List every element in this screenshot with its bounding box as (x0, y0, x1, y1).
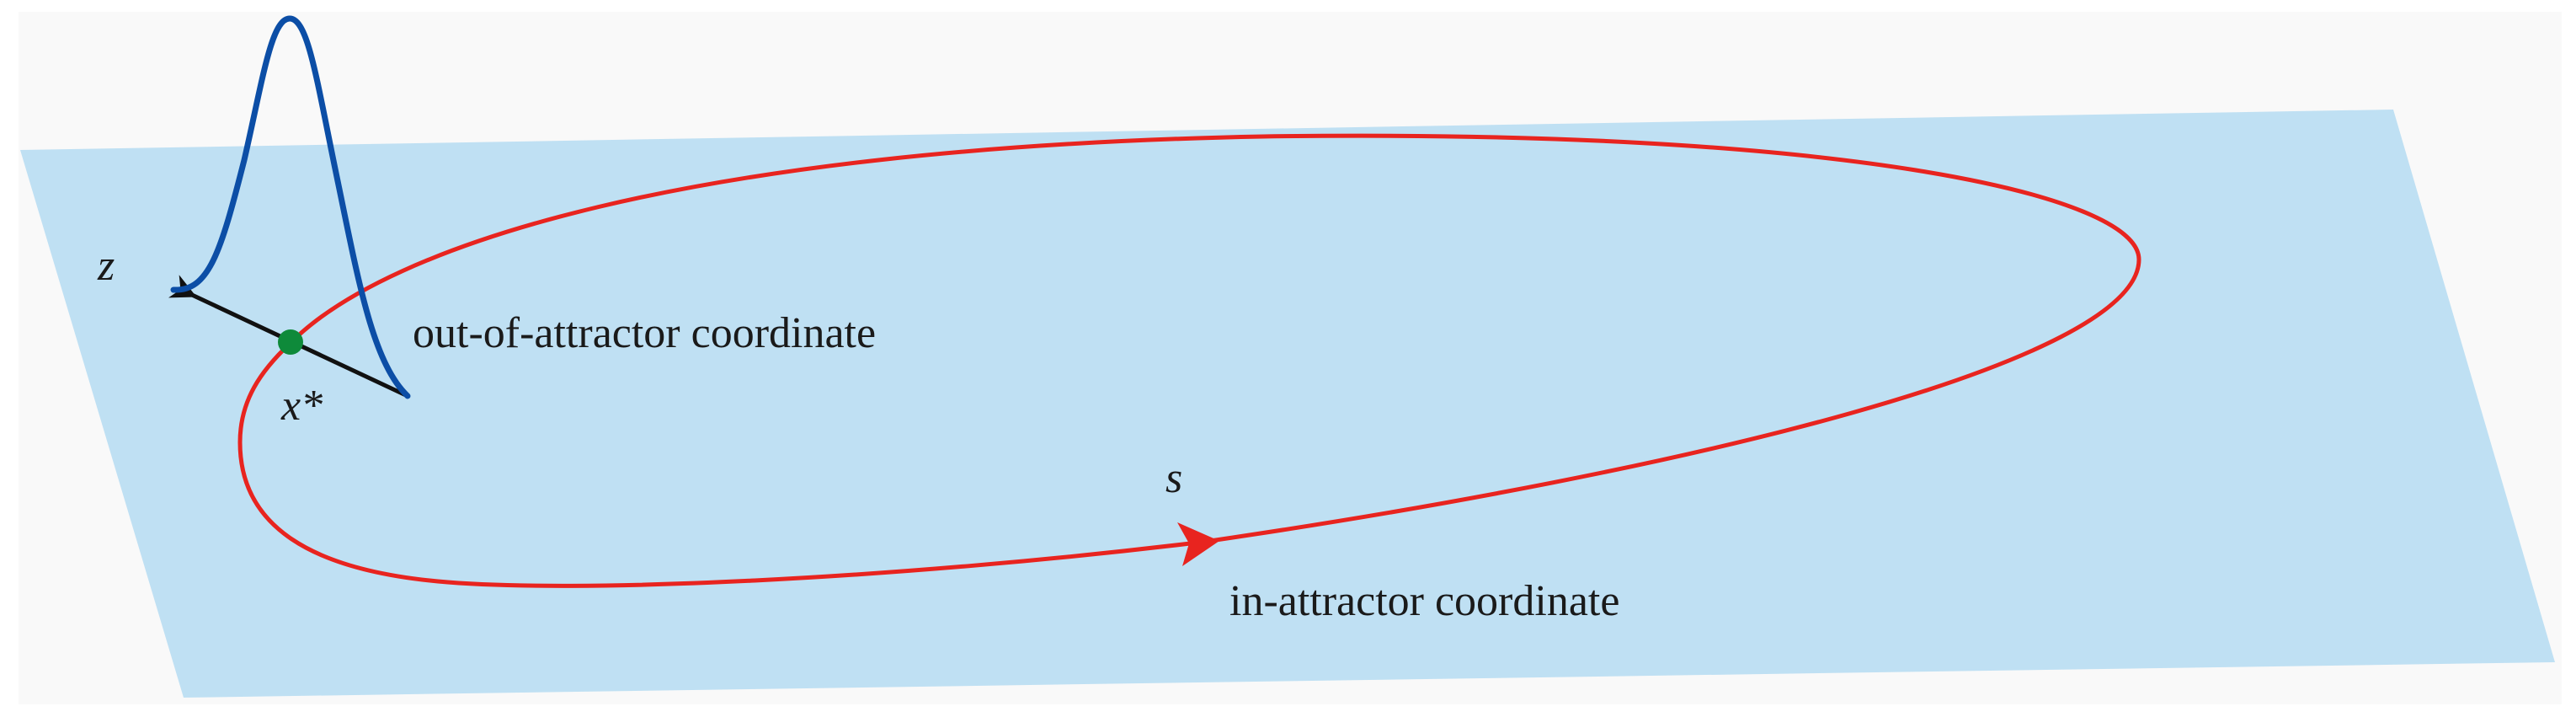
fixed-point-label: x* (280, 382, 323, 430)
out-of-attractor-label: out-of-attractor coordinate (413, 309, 876, 357)
in-attractor-label: in-attractor coordinate (1229, 577, 1619, 625)
fixed-point-marker (278, 329, 303, 355)
z-axis-label: z (97, 242, 115, 290)
s-axis-label: s (1165, 454, 1182, 502)
limit-cycle-orbit (237, 133, 2141, 588)
gaussian-curve (170, 15, 411, 399)
orbit-direction-arrow (1177, 522, 1219, 566)
attractor-plane (20, 110, 2555, 698)
